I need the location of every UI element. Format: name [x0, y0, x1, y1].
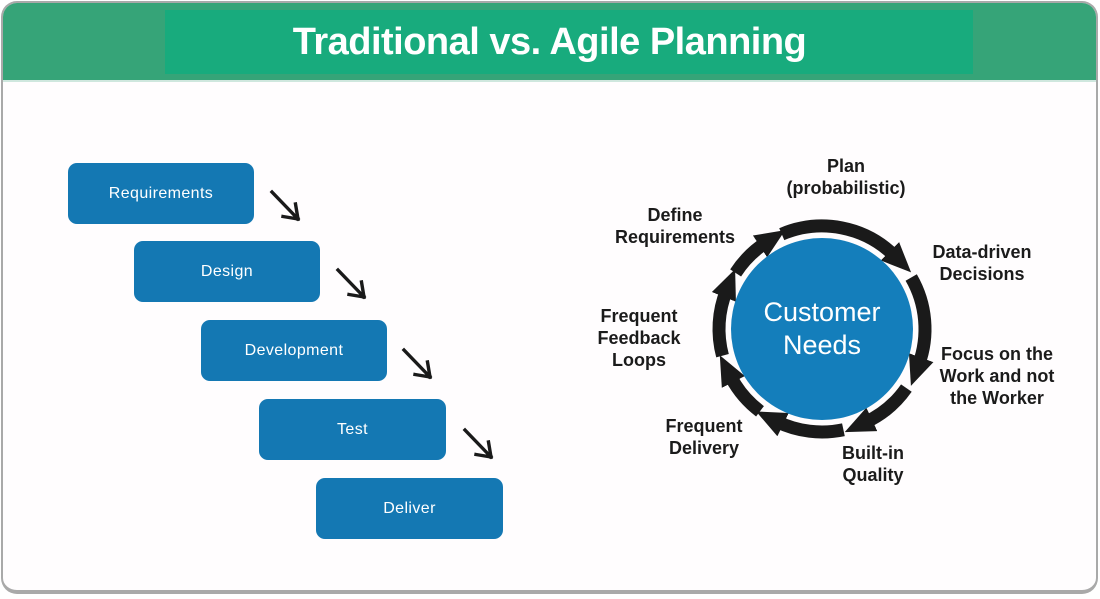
- down-right-arrow-icon: [269, 189, 301, 222]
- cycle-label-frequent-delivery: Frequent Delivery: [665, 416, 743, 458]
- cycle-label-focus-on-the-work: Focus on the Work and not the Worker: [939, 344, 1055, 408]
- page-title: Traditional vs. Agile Planning: [292, 21, 807, 63]
- cycle-arc-segment: [730, 230, 786, 277]
- header-inner-panel: [165, 10, 973, 74]
- customer-needs-line: Needs: [782, 330, 862, 360]
- cycle-label-built-in-quality: Built-in Quality: [842, 443, 904, 485]
- header-bar: Traditional vs. Agile Planning: [3, 3, 1096, 82]
- cycle-arc-segment: [844, 384, 912, 433]
- cycle-arc-segment: [779, 219, 912, 273]
- down-right-arrow-icon: [401, 347, 433, 380]
- waterfall-step-label: Development: [244, 341, 344, 359]
- cycle-label-frequent-feedback-loops: Frequent Feedback Loops: [597, 306, 681, 370]
- customer-needs-line: Customer: [763, 297, 881, 327]
- waterfall-step-development: Development: [201, 320, 387, 381]
- waterfall-step-label: Test: [337, 420, 368, 438]
- waterfall-step-label: Design: [200, 262, 254, 280]
- waterfall-step-deliver: Deliver: [316, 478, 503, 539]
- cycle-label-define-requirements: Define Requirements: [614, 205, 736, 247]
- waterfall-step-requirements: Requirements: [68, 163, 254, 224]
- cycle-arc-segment: [719, 355, 765, 417]
- down-right-arrow-icon: [462, 427, 494, 460]
- cycle-label-data-driven-decisions: Data-driven Decisions: [932, 242, 1032, 284]
- waterfall-step-design: Design: [134, 241, 320, 302]
- waterfall-step-label: Requirements: [108, 184, 214, 202]
- customer-needs-label: Customer Needs: [692, 199, 952, 459]
- cycle-arc-segment: [711, 269, 736, 358]
- waterfall-step-test: Test: [259, 399, 446, 460]
- waterfall-step-label: Deliver: [383, 499, 436, 517]
- down-right-arrow-icon: [335, 267, 367, 300]
- cycle-label-plan-probabilistic: Plan (probabilistic): [786, 156, 906, 198]
- agile-cycle-arrows: [711, 219, 934, 439]
- cycle-arc-segment: [756, 411, 845, 439]
- cycle-arc-segment: [905, 274, 934, 386]
- customer-needs-circle: [731, 238, 913, 420]
